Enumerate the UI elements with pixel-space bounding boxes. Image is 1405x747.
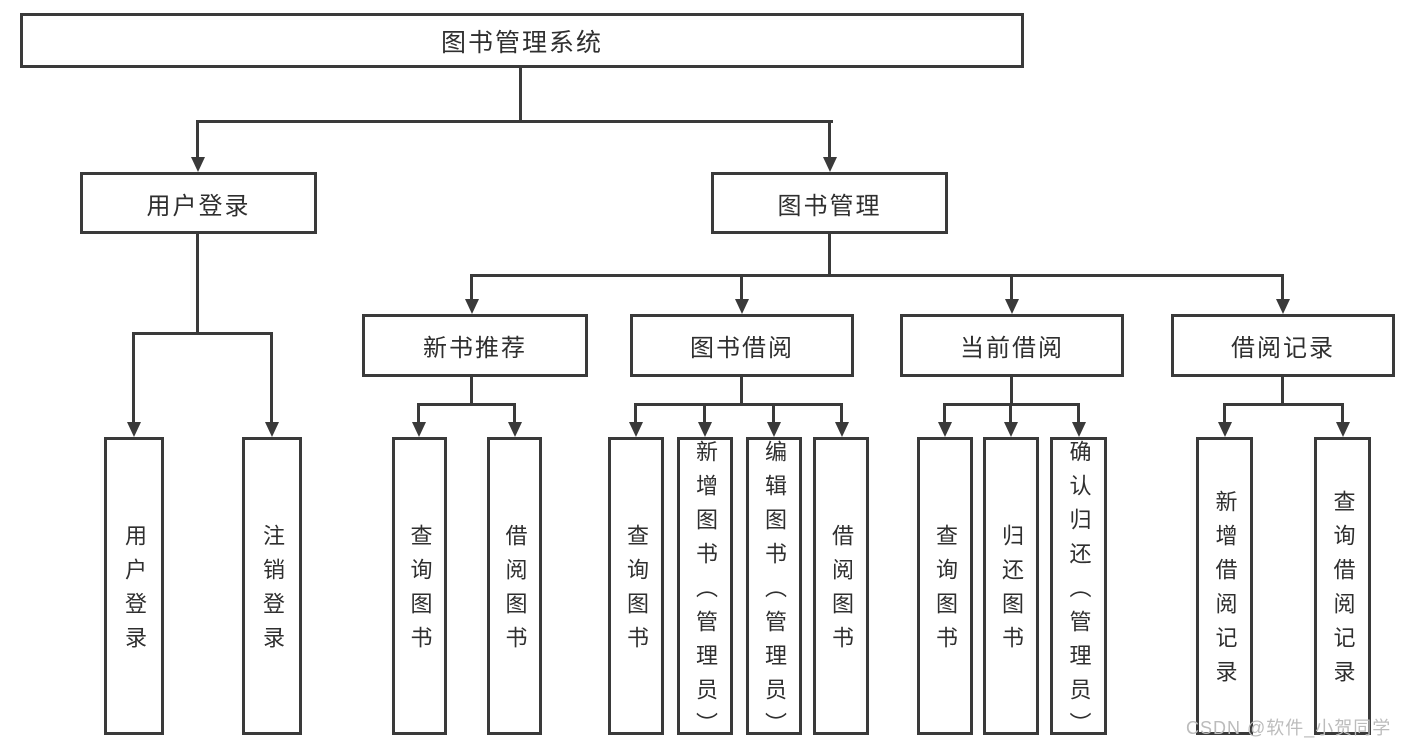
connector-leaf-login-shaft [132,332,135,422]
connector-book-borrow-bar [634,403,843,406]
arrow-to-user-login [191,157,205,172]
leaf-add-borrow-record-label: 新增借阅记录 [1212,490,1238,694]
connector-borrow-books-2-shaft [840,403,843,422]
arrow-to-leaf-login [127,422,141,437]
connector-book-management-stub [828,234,831,274]
arrow-to-query-books-1 [412,422,426,437]
leaf-query-books-2: 查询图书 [608,437,664,735]
node-borrowing-records-label: 借阅记录 [1231,335,1335,362]
node-new-book-recommend-label: 新书推荐 [423,335,527,362]
connector-query-books-3-shaft [943,403,946,422]
node-current-borrowing: 当前借阅 [900,314,1124,377]
arrow-to-borrow-books-2 [835,422,849,437]
arrow-to-borrowing-records [1276,299,1290,314]
connector-user-login-stub [196,234,199,332]
leaf-add-borrow-record: 新增借阅记录 [1196,437,1253,735]
node-new-book-recommend: 新书推荐 [362,314,588,377]
leaf-query-books-1-label: 查询图书 [407,524,433,660]
connector-borrow-records-stub [1281,377,1284,403]
leaf-add-book-admin: 新增图书（管理员） [677,437,733,746]
node-book-management-label: 图书管理 [777,192,882,220]
connector-query-record-shaft [1341,403,1344,422]
node-book-borrowing: 图书借阅 [630,314,854,377]
leaf-borrow-books-1-label: 借阅图书 [502,524,528,660]
node-library-system-label: 图书管理系统 [440,28,603,57]
leaf-logout: 注销登录 [242,437,302,735]
connector-new-book-shaft [470,274,473,299]
leaf-borrow-books-1: 借阅图书 [487,437,542,735]
leaf-confirm-return-admin: 确认归还（管理员） [1050,437,1107,746]
arrow-to-add-record [1218,422,1232,437]
arrow-to-add-book [698,422,712,437]
connector-root-stub [519,68,522,120]
connector-new-book-stub [470,377,473,403]
connector-book-borrow-shaft [740,274,743,299]
node-borrowing-records: 借阅记录 [1171,314,1395,377]
connector-book-management-bar [470,274,1284,277]
node-library-system: 图书管理系统 [20,13,1024,68]
leaf-logout-label: 注销登录 [260,524,285,660]
arrow-to-return-book [1004,422,1018,437]
leaf-return-book-label: 归还图书 [999,524,1024,660]
leaf-query-borrow-record: 查询借阅记录 [1314,437,1371,735]
node-book-borrowing-label: 图书借阅 [690,335,794,362]
leaf-confirm-return-admin-label: 确认归还（管理员） [1066,440,1092,746]
arrow-to-new-book-recommend [465,299,479,314]
leaf-user-login: 用户登录 [104,437,164,735]
leaf-borrow-books-2-label: 借阅图书 [829,524,854,660]
leaf-query-borrow-record-label: 查询借阅记录 [1330,490,1356,694]
connector-book-management-shaft [828,120,831,158]
connector-borrow-records-shaft [1281,274,1284,299]
node-current-borrowing-label: 当前借阅 [960,335,1064,362]
arrow-to-book-borrowing [735,299,749,314]
leaf-user-login-label: 用户登录 [122,524,147,660]
connector-user-login-shaft [196,120,199,158]
connector-leaf-logout-shaft [270,332,273,422]
leaf-edit-book-admin: 编辑图书（管理员） [746,437,802,746]
arrow-to-query-record [1336,422,1350,437]
arrow-to-confirm-return [1072,422,1086,437]
connector-add-book-shaft [703,403,706,422]
connector-book-borrow-stub [740,377,743,403]
connector-query-books-2-shaft [634,403,637,422]
leaf-query-books-1: 查询图书 [392,437,447,735]
leaf-add-book-admin-label: 新增图书（管理员） [693,440,718,746]
connector-current-borrow-stub [1010,377,1013,403]
arrow-to-edit-book [767,422,781,437]
leaf-edit-book-admin-label: 编辑图书（管理员） [762,440,787,746]
connector-user-login-bar [132,332,273,335]
connector-new-book-bar [417,403,516,406]
arrow-to-current-borrowing [1005,299,1019,314]
node-user-login-label: 用户登录 [146,192,251,220]
node-user-login: 用户登录 [80,172,317,234]
csdn-watermark: CSDN @软件_小贺同学 [1186,718,1392,738]
connector-borrow-records-bar [1223,403,1344,406]
arrow-to-leaf-logout [265,422,279,437]
connector-root-bar [196,120,833,123]
connector-current-borrow-shaft [1010,274,1013,299]
leaf-query-books-2-label: 查询图书 [624,524,649,660]
node-book-management: 图书管理 [711,172,948,234]
arrow-to-query-books-2 [629,422,643,437]
connector-edit-book-shaft [772,403,775,422]
connector-query-books-1-shaft [417,403,420,422]
leaf-query-books-3-label: 查询图书 [933,524,958,660]
arrow-to-query-books-3 [938,422,952,437]
leaf-query-books-3: 查询图书 [917,437,973,735]
connector-confirm-return-shaft [1077,403,1080,422]
connector-add-record-shaft [1223,403,1226,422]
arrow-to-borrow-books-1 [508,422,522,437]
connector-borrow-books-1-shaft [513,403,516,422]
arrow-to-book-management [823,157,837,172]
leaf-borrow-books-2: 借阅图书 [813,437,869,735]
leaf-return-book: 归还图书 [983,437,1039,735]
connector-return-book-shaft [1009,403,1012,422]
